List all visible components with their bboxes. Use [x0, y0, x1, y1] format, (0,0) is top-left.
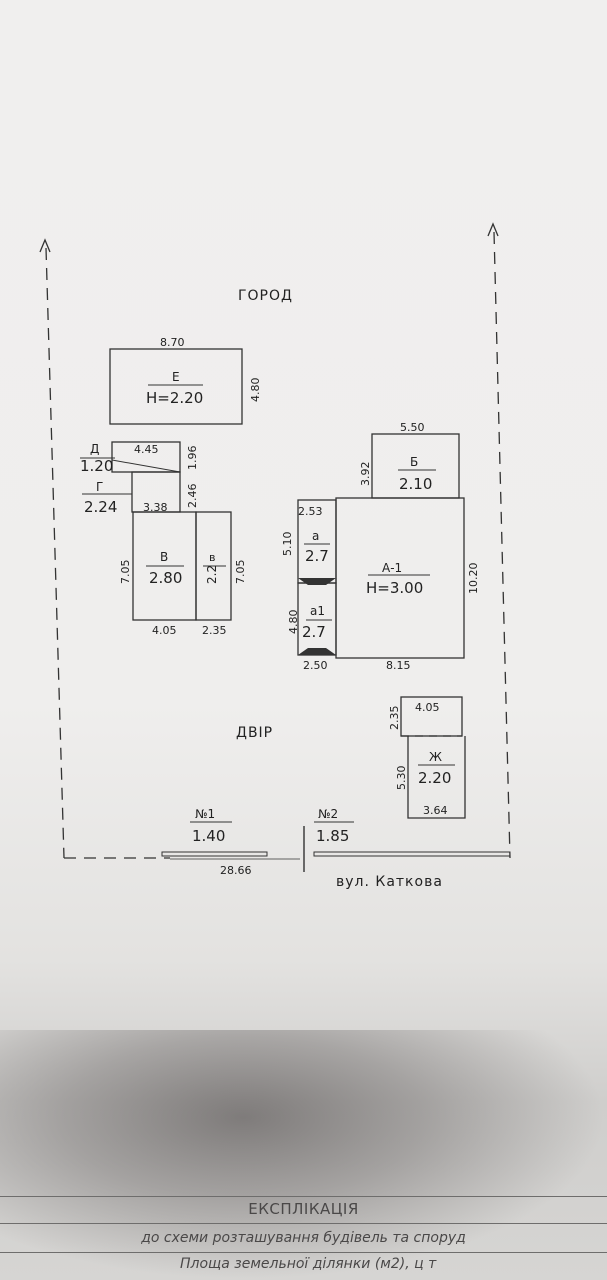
a-letter: а: [312, 529, 319, 543]
d-width: 4.45: [134, 443, 159, 456]
g-letter: Г: [96, 480, 103, 494]
building-zh: [400, 696, 466, 819]
gate1-width: 1.40: [192, 827, 225, 845]
yard-label: ДВІР: [236, 725, 273, 741]
a-main-side: 10.20: [467, 563, 480, 595]
b-letter: Б: [410, 455, 418, 469]
zh-height: 2.20: [418, 769, 451, 787]
v-side: 7.05: [119, 560, 132, 585]
zh-top: 4.05: [415, 701, 440, 714]
v-width: 4.05: [152, 624, 177, 637]
b-height: 2.10: [399, 475, 432, 493]
building-e: [109, 348, 243, 425]
e-width: 8.70: [160, 336, 185, 349]
a1-side: 4.80: [287, 610, 300, 635]
zh-side-top: 2.35: [388, 706, 401, 731]
explication-footer: ЕКСПЛІКАЦІЯ до схеми розташування будіве…: [0, 1196, 607, 1280]
north-arrow-left: [39, 238, 51, 253]
v-letter: В: [160, 550, 168, 564]
explication-title: ЕКСПЛІКАЦІЯ: [248, 1200, 359, 1218]
frontage-length: 28.66: [220, 864, 252, 877]
plot-boundary: [45, 231, 511, 859]
a-main-letter: А-1: [382, 561, 402, 575]
a-main-height: Н=3.00: [366, 579, 423, 597]
v2-height: 2.2: [205, 565, 219, 584]
gate2-number: №2: [318, 807, 338, 821]
b-width: 5.50: [400, 421, 425, 434]
a-side: 5.10: [281, 532, 294, 557]
v2-side: 7.05: [234, 560, 247, 585]
a1-bottom: 2.50: [303, 659, 328, 672]
g-height: 2.24: [84, 498, 117, 516]
zh-letter: Ж: [429, 750, 442, 764]
v-height: 2.80: [149, 569, 182, 587]
a-main-bottom: 8.15: [386, 659, 411, 672]
street-label: вул. Каткова: [336, 874, 443, 890]
d-height: 1.20: [80, 457, 113, 475]
explication-subtitle: до схеми розташування будівель та споруд: [141, 1230, 466, 1246]
a1-height: 2.7: [302, 623, 326, 641]
d-letter: Д: [90, 442, 99, 456]
zh-bottom: 3.64: [423, 804, 448, 817]
a1-letter: а1: [310, 604, 325, 618]
garden-label: ГОРОД: [238, 288, 293, 304]
e-depth: 4.80: [249, 378, 262, 403]
building-a1: [297, 497, 465, 659]
footer-rule-top: [0, 1196, 607, 1197]
g-width: 3.38: [143, 501, 168, 514]
v2-letter: в: [209, 551, 215, 564]
gate2-width: 1.85: [316, 827, 349, 845]
building-v: [132, 511, 232, 621]
footer-rule-bottom: [0, 1252, 607, 1253]
footer-rule-mid: [0, 1223, 607, 1224]
area-line: Площа земельної ділянки (м2), ц т: [180, 1256, 437, 1272]
gate1-number: №1: [195, 807, 215, 821]
street-frontage: [161, 826, 511, 872]
north-arrow-right: [487, 222, 499, 237]
g-side: 2.46: [186, 484, 199, 509]
d-side: 1.96: [186, 446, 199, 471]
b-side: 3.92: [359, 462, 372, 487]
a-height: 2.7: [305, 547, 329, 565]
zh-side: 5.30: [395, 766, 408, 791]
e-letter: Е: [172, 370, 180, 384]
e-height: Н=2.20: [146, 389, 203, 407]
a-top: 2.53: [298, 505, 323, 518]
v2-width: 2.35: [202, 624, 227, 637]
